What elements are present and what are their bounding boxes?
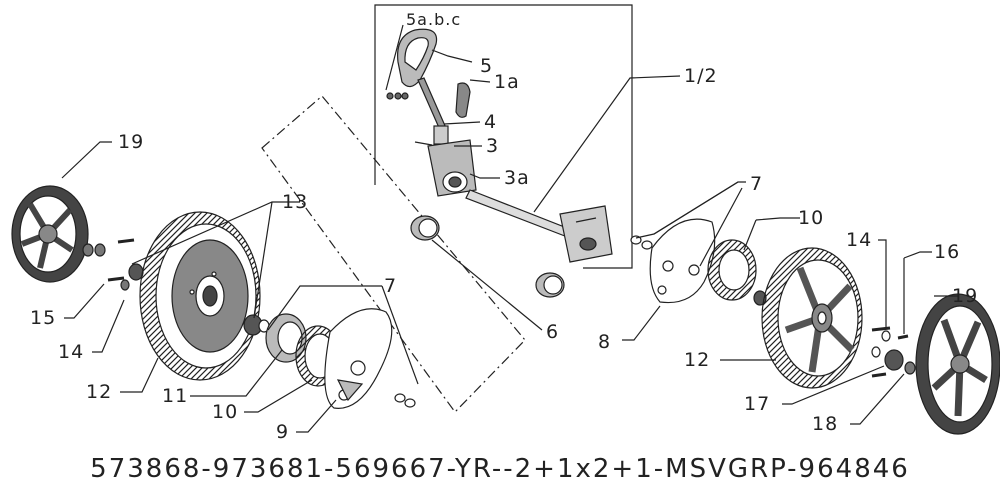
callout-4: 4 <box>484 111 497 133</box>
leader-lines <box>61 24 958 433</box>
callout-16: 16 <box>934 241 960 263</box>
callout-6: 6 <box>546 321 559 343</box>
callout-1a: 1a <box>494 71 520 93</box>
bushing-lower <box>535 272 565 298</box>
callout-1-2: 1/2 <box>684 65 718 87</box>
part-number-footer: 573868-973681-569667-YR--2+1x2+1-MSVGRP-… <box>90 454 910 484</box>
wheel-left <box>139 211 261 381</box>
height-adjuster-handle <box>397 28 449 145</box>
hardware-right <box>871 326 916 378</box>
hubcap-left <box>11 185 89 283</box>
callout-12-right: 12 <box>684 349 710 371</box>
bearing-left <box>243 314 270 336</box>
gear-right <box>707 239 757 301</box>
callout-19-left: 19 <box>118 131 144 153</box>
cover-plate-left <box>324 308 393 409</box>
callout-19-right: 19 <box>952 285 978 307</box>
callout-11: 11 <box>162 385 188 407</box>
callout-3: 3 <box>486 135 499 157</box>
wheel-right <box>761 247 863 389</box>
washers-right <box>630 235 653 250</box>
callout-5abc: 5a.b.c <box>406 10 461 29</box>
hubcap-right <box>915 293 1000 435</box>
callout-9: 9 <box>276 421 289 443</box>
callout-18: 18 <box>812 413 838 435</box>
assembly-box <box>374 4 633 269</box>
callout-7-right: 7 <box>750 173 763 195</box>
callout-13: 13 <box>282 191 308 213</box>
callout-7-left: 7 <box>384 275 397 297</box>
callout-10-right: 10 <box>798 207 824 229</box>
callout-14-right: 14 <box>846 229 872 251</box>
height-bracket <box>414 139 477 197</box>
washers-left <box>394 393 416 408</box>
callout-15: 15 <box>30 307 56 329</box>
cover-plate-right <box>649 218 716 304</box>
screw-set <box>386 92 409 100</box>
lever-grip <box>455 82 471 118</box>
axle-bar <box>465 189 613 263</box>
callout-10-left: 10 <box>212 401 238 423</box>
callout-12-left: 12 <box>86 381 112 403</box>
callout-8: 8 <box>598 331 611 353</box>
callout-17: 17 <box>744 393 770 415</box>
bushing-upper <box>410 215 440 241</box>
callout-14-left: 14 <box>58 341 84 363</box>
callout-3a: 3a <box>504 167 530 189</box>
hardware-left <box>82 238 144 291</box>
callout-5: 5 <box>480 55 493 77</box>
